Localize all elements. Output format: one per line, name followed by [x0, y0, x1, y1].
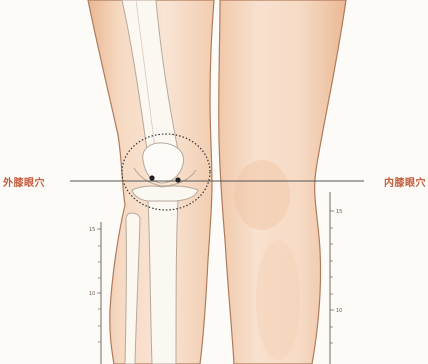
right-knee-shading [234, 160, 290, 230]
right-scale-tick-10: 10 [336, 308, 342, 314]
left-scale-tick-15: 15 [89, 227, 95, 233]
left-scale: 15 10 [89, 222, 101, 364]
inner-knee-eye-point-icon [175, 177, 180, 182]
inner-knee-eye-label: 内膝眼穴 [384, 174, 426, 189]
outer-knee-eye-label: 外膝眼穴 [3, 174, 45, 189]
right-shin-shading [256, 240, 300, 360]
tibia-bone [148, 201, 178, 364]
right-scale-tick-15: 15 [336, 209, 342, 215]
right-scale: 15 10 [330, 192, 342, 364]
outer-knee-eye-point-icon [149, 175, 154, 180]
left-scale-tick-10: 10 [89, 291, 95, 297]
tibia-plateau [132, 186, 198, 201]
